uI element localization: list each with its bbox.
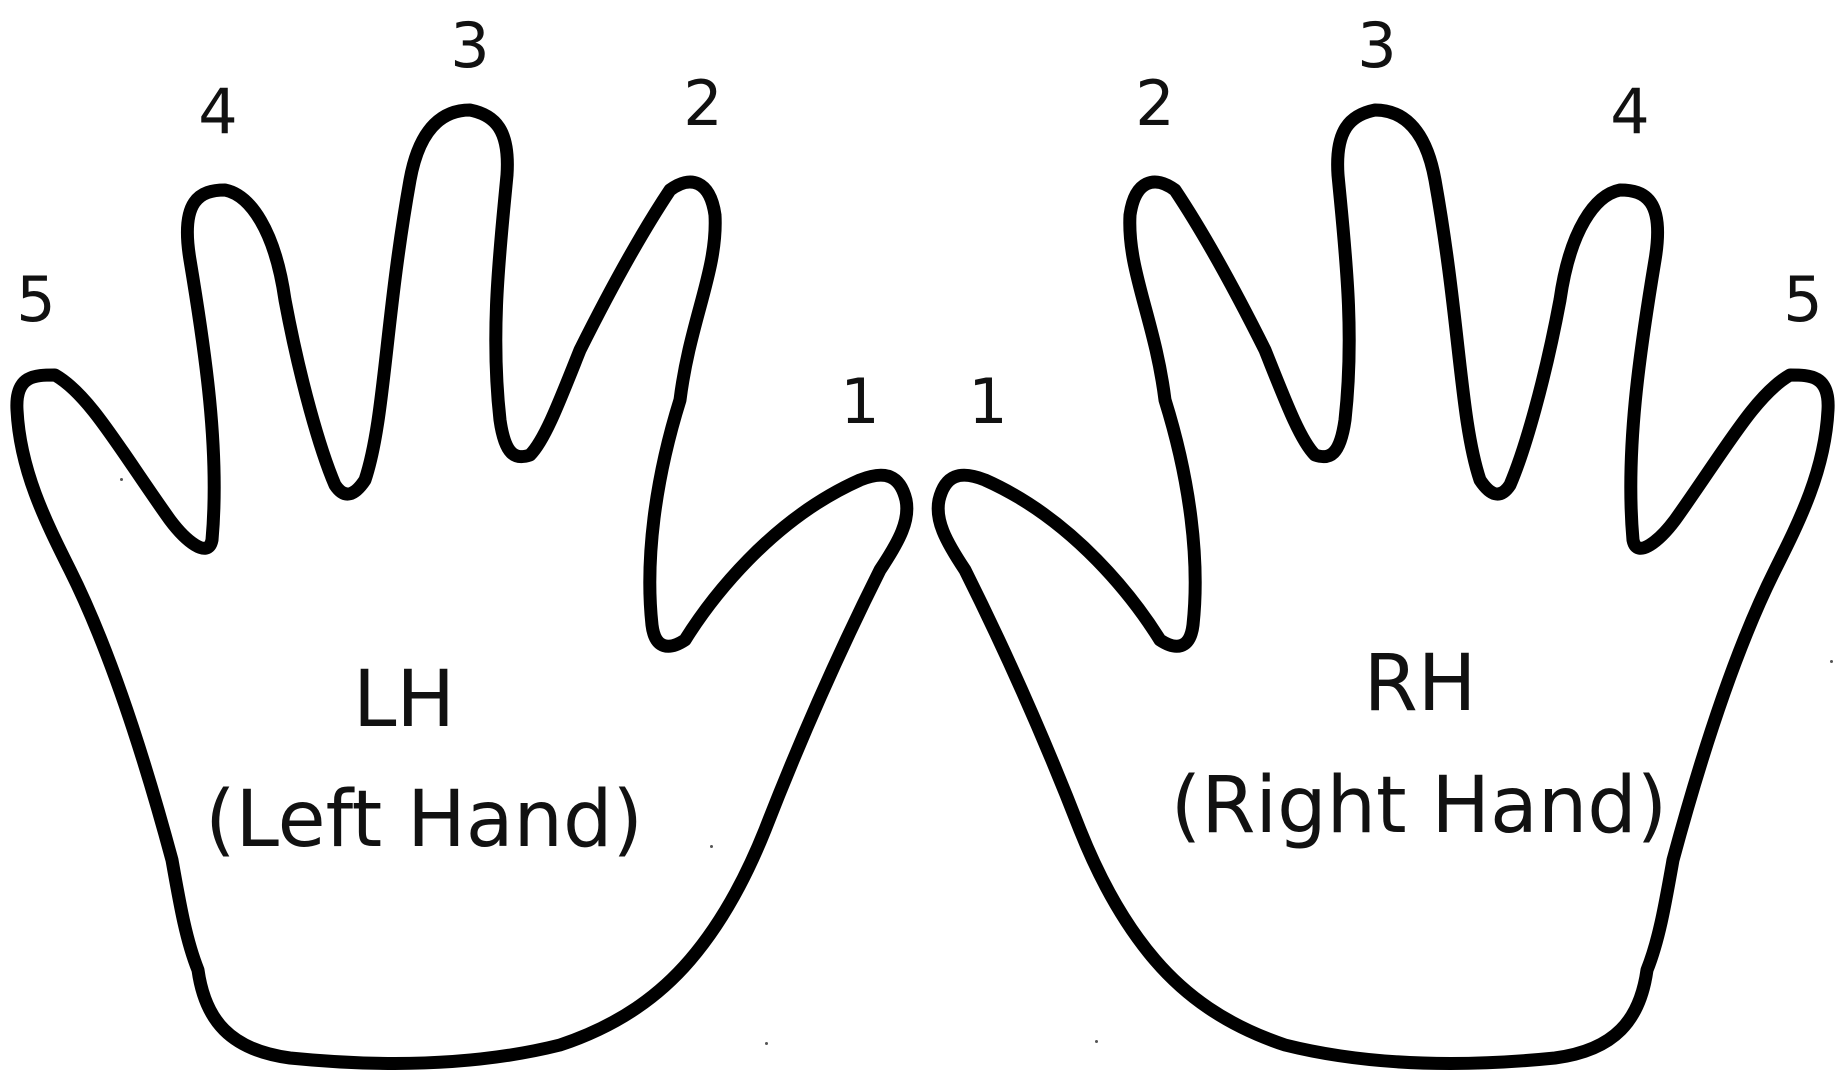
scan-speck <box>120 478 123 481</box>
scan-speck <box>765 1042 768 1045</box>
right-middle-number: 3 <box>1357 9 1397 82</box>
scan-speck <box>1095 1040 1098 1043</box>
right-hand-outline <box>931 103 1835 1071</box>
right-pinky-number: 5 <box>1783 263 1823 336</box>
scan-speck <box>710 845 713 848</box>
scan-speck <box>1830 660 1833 663</box>
left-hand-outline <box>10 103 914 1071</box>
right-hand-abbreviation: RH <box>1363 639 1477 729</box>
right-ring-number: 4 <box>1610 75 1650 148</box>
left-hand-abbreviation: LH <box>352 655 456 745</box>
left-thumb-number: 1 <box>840 365 880 438</box>
right-index-number: 2 <box>1135 67 1175 140</box>
left-middle-number: 3 <box>450 9 490 82</box>
right-hand-name: (Right Hand) <box>1170 761 1668 851</box>
left-ring-number: 4 <box>198 75 238 148</box>
left-pinky-number: 5 <box>16 263 56 336</box>
left-index-number: 2 <box>683 67 723 140</box>
left-hand-name: (Left Hand) <box>205 775 643 865</box>
right-thumb-number: 1 <box>968 365 1008 438</box>
